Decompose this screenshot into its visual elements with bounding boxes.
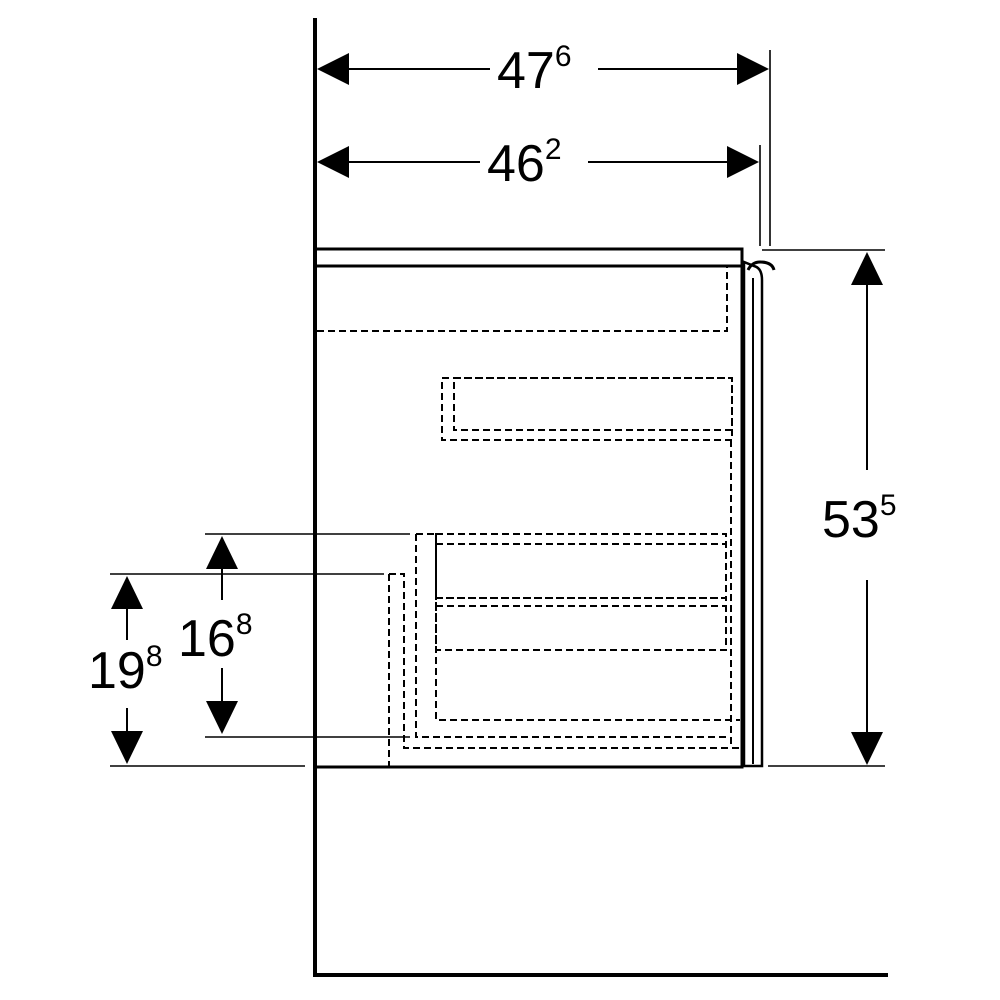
- svg-text:462: 462: [487, 133, 562, 193]
- lower-drawer-top-hidden: [416, 533, 740, 721]
- top-recess-hidden: [317, 266, 728, 332]
- cabinet-outline: [313, 247, 744, 769]
- lower-drawer-front-hidden: [415, 534, 727, 738]
- dim-height-main: 53: [822, 491, 880, 549]
- arrow-right-icon: [737, 53, 769, 85]
- svg-text:476: 476: [497, 40, 572, 100]
- arrow-down-icon: [111, 731, 143, 764]
- dim-inner-height-main: 16: [178, 610, 236, 668]
- lower-drawer-shell-hidden: [389, 573, 742, 749]
- front-panel: [742, 260, 764, 768]
- dim-outer-height-main: 19: [88, 642, 146, 700]
- arrow-up-icon: [111, 576, 143, 609]
- dimension-outer-height: 198: [88, 576, 163, 764]
- arrow-down-icon: [206, 701, 238, 734]
- front-handle-hook: [746, 260, 776, 271]
- upper-drawer-inner-hidden: [453, 377, 733, 431]
- arrow-left-icon: [317, 146, 349, 178]
- dim-outer-height-sup: 8: [146, 640, 163, 673]
- hidden-parts: [317, 266, 742, 766]
- dimension-overall-depth: 476: [317, 40, 769, 100]
- dim-body-depth-main: 46: [487, 135, 545, 193]
- dim-height-sup: 5: [880, 489, 897, 522]
- dim-body-depth-sup: 2: [545, 133, 562, 166]
- dimension-height: 535: [822, 252, 897, 765]
- cabinet-body: [313, 247, 776, 769]
- arrow-left-icon: [317, 53, 349, 85]
- arrow-up-icon: [206, 536, 238, 569]
- svg-text:535: 535: [822, 489, 897, 549]
- svg-text:168: 168: [178, 608, 253, 668]
- lower-drawer-mid-box: [435, 597, 727, 651]
- arrow-right-icon: [727, 146, 759, 178]
- dim-overall-depth-main: 47: [497, 42, 555, 100]
- extension-lines: [110, 50, 885, 767]
- dimension-body-depth: 462: [317, 133, 759, 193]
- dim-overall-depth-sup: 6: [555, 40, 572, 73]
- arrow-up-icon: [851, 252, 883, 285]
- arrow-down-icon: [851, 732, 883, 765]
- dim-inner-height-sup: 8: [236, 608, 253, 641]
- dimension-inner-height: 168: [178, 536, 253, 734]
- svg-text:198: 198: [88, 640, 163, 700]
